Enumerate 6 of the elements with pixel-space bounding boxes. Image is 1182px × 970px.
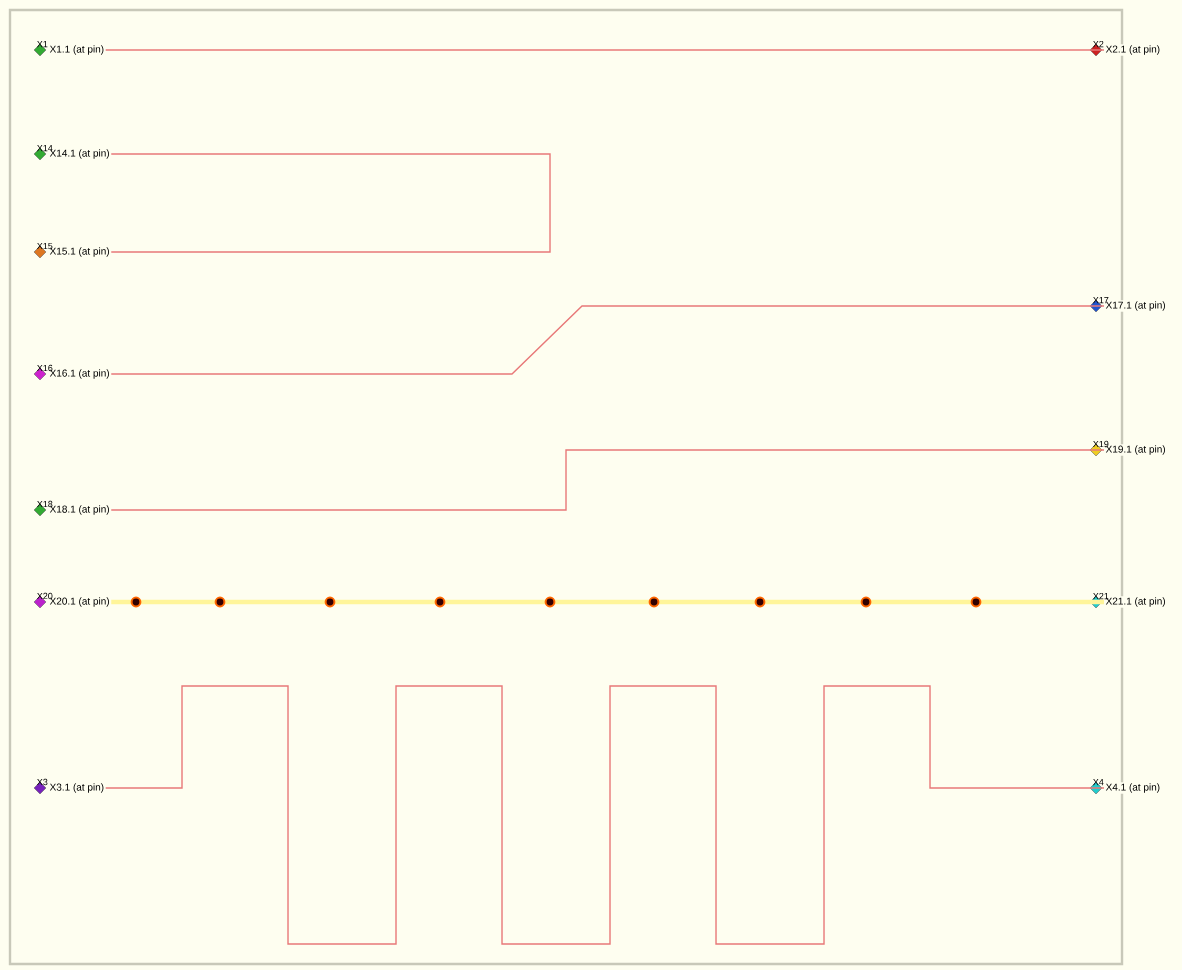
wire <box>110 305 1105 375</box>
wire <box>105 49 1105 51</box>
wire <box>110 449 1105 511</box>
wire <box>111 599 1104 605</box>
wire <box>105 685 1105 945</box>
wire <box>110 153 551 253</box>
